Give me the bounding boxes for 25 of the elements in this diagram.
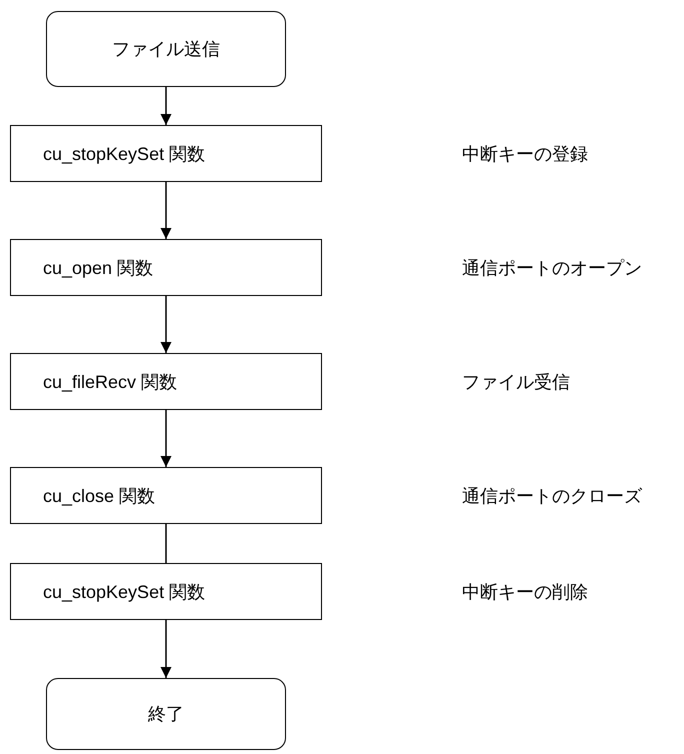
connector-line: [165, 524, 167, 563]
node-text: cu_close 関数: [43, 484, 156, 508]
node-text: cu_open 関数: [43, 256, 154, 280]
process-box: [10, 563, 322, 620]
process-box: [10, 125, 322, 182]
arrow: [160, 620, 172, 678]
step-description: 中断キーの登録: [462, 143, 588, 166]
step-description: 通信ポートのクローズ: [462, 485, 642, 508]
process-box: [10, 467, 322, 524]
terminal-box: [46, 678, 286, 750]
node-text: cu_stopKeySet 関数: [43, 142, 206, 166]
node-text: cu_fileRecv 関数: [43, 370, 178, 394]
process-box: [10, 239, 322, 296]
arrow: [160, 410, 172, 467]
node-text: 終了: [148, 703, 184, 726]
step-description: 中断キーの削除: [462, 581, 588, 604]
node-text: cu_stopKeySet 関数: [43, 580, 206, 604]
node-text: ファイル送信: [112, 38, 220, 61]
arrow: [160, 296, 172, 353]
terminal-box: [46, 11, 286, 87]
process-box: [10, 353, 322, 410]
arrow: [160, 87, 172, 125]
arrow: [160, 182, 172, 239]
step-description: 通信ポートのオープン: [462, 257, 642, 280]
step-description: ファイル受信: [462, 371, 570, 394]
